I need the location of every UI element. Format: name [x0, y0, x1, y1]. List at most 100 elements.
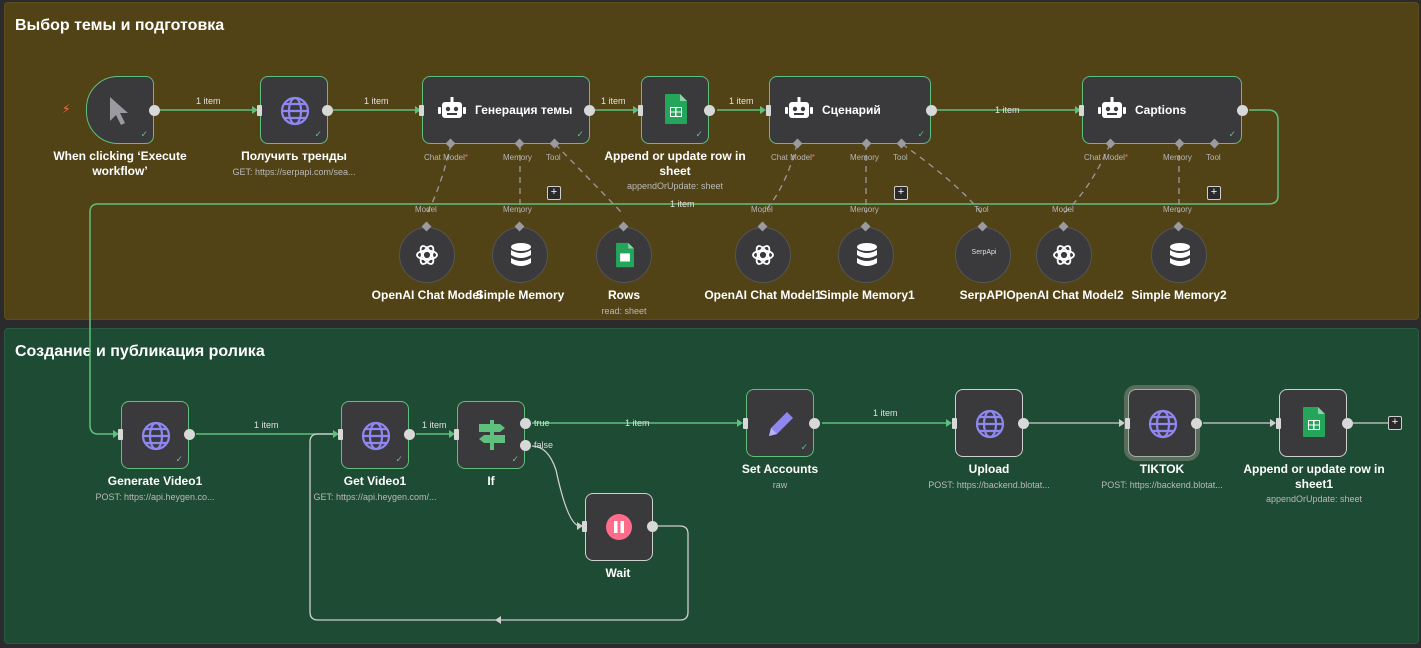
output-port[interactable]: [1342, 418, 1353, 429]
node-tiktok[interactable]: [1128, 389, 1196, 457]
serpapi-icon: SerpApi: [971, 249, 997, 256]
signpost-icon: [479, 420, 505, 450]
node-upload[interactable]: [955, 389, 1023, 457]
output-port[interactable]: [704, 105, 715, 116]
node-label: Simple Memory2: [1131, 288, 1227, 302]
port-label-model: Model: [415, 205, 437, 214]
output-port[interactable]: [926, 105, 937, 116]
input-port[interactable]: [743, 418, 748, 429]
node-append-sheet1[interactable]: [1279, 389, 1347, 457]
output-port[interactable]: [647, 521, 658, 532]
output-port[interactable]: [1018, 418, 1029, 429]
output-port[interactable]: [1191, 418, 1202, 429]
node-serpapi[interactable]: SerpApi: [955, 227, 1011, 283]
node-openai-chat-model2[interactable]: [1036, 227, 1092, 283]
node-if[interactable]: ✓: [457, 401, 525, 469]
globe-icon: [280, 96, 310, 126]
node-openai-chat-model[interactable]: [399, 227, 455, 283]
node-subtitle: POST: https://backend.blotat...: [1101, 480, 1223, 490]
openai-icon: [1053, 245, 1075, 265]
node-label: Simple Memory: [475, 288, 565, 302]
node-captions-agent[interactable]: Captions ✓: [1082, 76, 1242, 144]
input-port[interactable]: [454, 429, 459, 440]
node-label: Upload: [968, 462, 1010, 476]
node-get-trends[interactable]: ✓: [260, 76, 328, 144]
google-sheets-icon: [616, 242, 634, 268]
node-openai-chat-model1[interactable]: [735, 227, 791, 283]
port-label-model: Model: [1052, 205, 1074, 214]
true-output-port[interactable]: [520, 418, 531, 429]
robot-icon: [1098, 97, 1126, 118]
port-label-tool: Tool: [546, 153, 561, 162]
database-icon: [511, 243, 531, 266]
node-topic-agent[interactable]: Генерация темы ✓: [422, 76, 590, 144]
success-check-icon: ✓: [395, 454, 403, 464]
node-simple-memory1[interactable]: [838, 227, 894, 283]
node-label: If: [487, 474, 495, 488]
success-check-icon: ✓: [511, 454, 519, 464]
false-output-port[interactable]: [520, 440, 531, 451]
node-simple-memory[interactable]: [492, 227, 548, 283]
node-set-accounts[interactable]: ✓: [746, 389, 814, 457]
port-label-chat-model: Chat Model*: [771, 153, 816, 162]
output-port[interactable]: [404, 429, 415, 440]
robot-icon: [785, 97, 813, 118]
success-check-icon: ✓: [175, 454, 183, 464]
node-subtitle: appendOrUpdate: sheet: [626, 181, 724, 191]
node-subtitle: read: sheet: [601, 306, 647, 316]
success-check-icon: ✓: [314, 129, 322, 139]
output-port[interactable]: [584, 105, 595, 116]
node-get-video[interactable]: ✓: [341, 401, 409, 469]
cursor-arrow-icon: [110, 97, 128, 125]
add-node-button[interactable]: +: [1388, 416, 1402, 430]
node-append-sheet[interactable]: ✓: [641, 76, 709, 144]
success-check-icon: ✓: [917, 129, 925, 139]
edge-label: 1 item: [729, 96, 754, 106]
input-port[interactable]: [257, 105, 262, 116]
input-port[interactable]: [638, 105, 643, 116]
edge-label: 1 item: [422, 420, 447, 430]
port-label-memory: Memory: [503, 205, 532, 214]
add-tool-button[interactable]: +: [894, 186, 908, 200]
output-port[interactable]: [184, 429, 195, 440]
output-port[interactable]: [149, 105, 160, 116]
node-generate-video[interactable]: ✓: [121, 401, 189, 469]
output-port[interactable]: [322, 105, 333, 116]
add-tool-button[interactable]: +: [1207, 186, 1221, 200]
port-label-memory: Memory: [503, 153, 532, 162]
input-port[interactable]: [419, 105, 424, 116]
globe-icon: [1148, 409, 1178, 439]
input-port[interactable]: [1125, 418, 1130, 429]
output-port[interactable]: [809, 418, 820, 429]
success-check-icon: ✓: [695, 129, 703, 139]
input-port[interactable]: [1276, 418, 1281, 429]
edge-label: 1 item: [995, 105, 1020, 115]
add-tool-button[interactable]: +: [547, 186, 561, 200]
node-label: TIKTOK: [1139, 462, 1185, 476]
input-port[interactable]: [766, 105, 771, 116]
node-rows-sheet[interactable]: [596, 227, 652, 283]
success-check-icon: ✓: [140, 129, 148, 139]
input-port[interactable]: [1079, 105, 1084, 116]
input-port[interactable]: [582, 521, 587, 532]
node-subtitle: GET: https://api.heygen.com/...: [313, 492, 437, 502]
input-port[interactable]: [118, 429, 123, 440]
section-title: Создание и публикация ролика: [15, 343, 265, 360]
input-port[interactable]: [952, 418, 957, 429]
port-label-memory: Memory: [1163, 153, 1192, 162]
port-label-true: true: [534, 418, 550, 428]
node-subtitle: POST: https://backend.blotat...: [928, 480, 1050, 490]
node-label: SerpAPI: [959, 288, 1007, 302]
input-port[interactable]: [338, 429, 343, 440]
node-manual-trigger[interactable]: ✓: [86, 76, 154, 144]
node-subtitle: POST: https://api.heygen.co...: [95, 492, 215, 502]
node-wait[interactable]: [585, 493, 653, 561]
section-title: Выбор темы и подготовка: [15, 17, 225, 34]
output-port[interactable]: [1237, 105, 1248, 116]
node-label: Generate Video1: [107, 474, 203, 488]
node-script-agent[interactable]: Сценарий ✓: [769, 76, 931, 144]
node-label: Append or update row in sheet: [604, 149, 746, 178]
node-label: OpenAI Chat Model1: [704, 288, 822, 302]
pencil-icon: [769, 412, 793, 436]
node-simple-memory2[interactable]: [1151, 227, 1207, 283]
